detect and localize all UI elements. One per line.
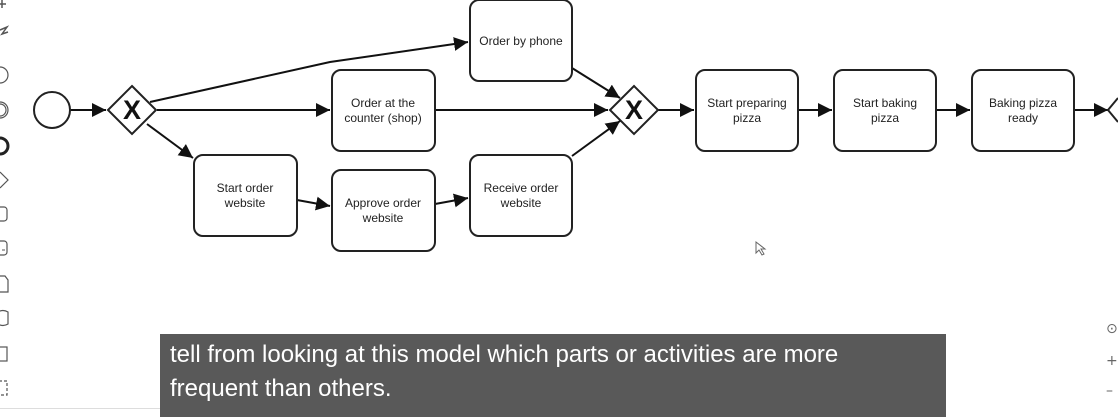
- task-label-line2: website: [362, 211, 404, 225]
- connect-tool-icon[interactable]: [0, 25, 10, 36]
- flow-split-to-phone[interactable]: [149, 37, 469, 103]
- flow-phone-to-join[interactable]: [571, 67, 621, 99]
- zoom-in-button[interactable]: +: [1106, 353, 1118, 369]
- zoom-out-button[interactable]: –: [1106, 383, 1113, 399]
- task-label: Order by phone: [479, 34, 563, 48]
- reset-zoom-icon[interactable]: ⊙: [1106, 321, 1118, 337]
- task-label-line1: Approve order: [345, 196, 421, 210]
- video-caption: tell from looking at this model which pa…: [160, 334, 946, 417]
- task-baking-pizza-ready[interactable]: Baking pizza ready: [971, 69, 1075, 152]
- end-event-icon[interactable]: [0, 136, 10, 156]
- task-start-baking-pizza[interactable]: Start baking pizza: [833, 69, 937, 152]
- hand-tool-icon[interactable]: [0, 0, 6, 8]
- task-label-line2: ready: [1008, 111, 1038, 125]
- next-gateway-partial[interactable]: [1106, 97, 1118, 123]
- flow-split-to-website[interactable]: [146, 123, 194, 159]
- task-label-line1: Start preparing: [707, 96, 786, 110]
- caption-line-1: tell from looking at this model which pa…: [170, 341, 839, 368]
- start-event-icon[interactable]: [0, 66, 9, 84]
- task-icon[interactable]: [0, 206, 8, 222]
- caption-line-2: frequent than others.: [170, 375, 392, 402]
- flow-approve-to-receive[interactable]: [434, 193, 469, 208]
- sequence-flows: [70, 37, 1108, 211]
- flow-receive-to-join[interactable]: [571, 120, 621, 157]
- task-label-line2: counter (shop): [344, 111, 421, 125]
- task-start-order-website[interactable]: Start order website: [193, 154, 298, 237]
- pool-icon[interactable]: [0, 346, 8, 362]
- exclusive-gateway-split[interactable]: X: [106, 84, 158, 136]
- task-order-by-phone[interactable]: Order by phone: [469, 0, 573, 82]
- task-label-line2: pizza: [733, 111, 761, 125]
- subprocess-icon[interactable]: [0, 240, 8, 256]
- flow-start-to-approve[interactable]: [296, 196, 331, 211]
- task-label-line1: Baking pizza: [989, 96, 1057, 110]
- tool-palette: [0, 0, 10, 396]
- task-label-line1: Receive order: [484, 181, 559, 195]
- data-store-icon[interactable]: [0, 309, 9, 327]
- task-label-line2: website: [224, 196, 266, 210]
- task-label-line1: Start order: [217, 181, 274, 195]
- gateway-marker: X: [625, 95, 643, 125]
- task-label-line2: pizza: [871, 111, 899, 125]
- intermediate-event-icon[interactable]: [0, 101, 9, 119]
- task-label-line1: Start baking: [853, 96, 917, 110]
- task-approve-order-website[interactable]: Approve order website: [331, 169, 436, 252]
- divider: [0, 408, 160, 409]
- task-label-line2: website: [500, 196, 542, 210]
- exclusive-gateway-join[interactable]: X: [608, 84, 660, 136]
- gateway-marker: X: [123, 95, 141, 125]
- task-receive-order-website[interactable]: Receive order website: [469, 154, 573, 237]
- task-label-line1: Order at the: [351, 96, 415, 110]
- mouse-cursor-icon: [755, 240, 767, 256]
- group-icon[interactable]: [0, 380, 8, 396]
- zoom-controls: ⊙ + –: [1104, 318, 1118, 417]
- task-order-at-counter[interactable]: Order at the counter (shop): [331, 69, 436, 152]
- task-start-preparing-pizza[interactable]: Start preparing pizza: [695, 69, 799, 152]
- gateway-icon[interactable]: [0, 171, 9, 189]
- data-object-icon[interactable]: [0, 275, 9, 293]
- start-event[interactable]: [33, 91, 71, 129]
